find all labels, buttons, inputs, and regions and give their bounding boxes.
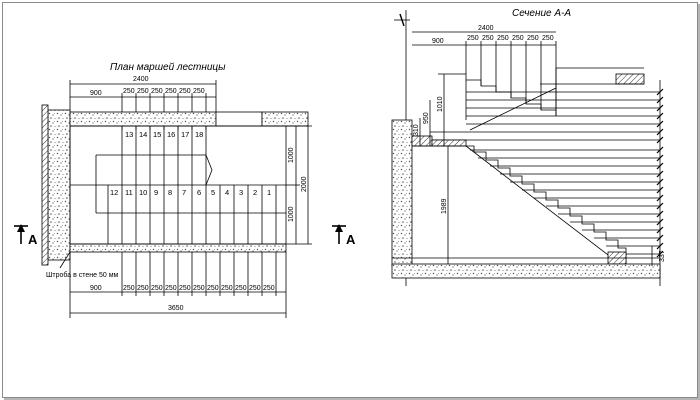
plan-title: План маршей лестницы: [110, 62, 226, 73]
step-number: 2: [253, 188, 257, 197]
section-wall-left: [391, 119, 413, 267]
section-upper-flight: [466, 79, 557, 116]
section-dim-1989: 1989: [441, 198, 448, 214]
step-number: 5: [211, 188, 215, 197]
plan-tread-dim: 250: [193, 88, 205, 95]
plan-tread-dim: 250: [179, 88, 191, 95]
plan-dim-landing: 900: [90, 90, 102, 97]
section-tread-dim: 250: [542, 35, 554, 42]
step-number: 1: [267, 188, 271, 197]
step-number: 3: [239, 188, 243, 197]
plan-tread-dim: 250: [207, 285, 219, 292]
plan-tread-dim: 250: [221, 285, 233, 292]
plan-dim-top-total: 2400: [133, 76, 149, 83]
plan-direction-arrow: [96, 154, 213, 186]
plan-wall-left: [47, 109, 71, 261]
section-right-ticks: [656, 88, 664, 258]
section-dim-1010: 1010: [437, 96, 444, 112]
step-number: 17: [181, 130, 189, 139]
section-tread-dim: 250: [482, 35, 494, 42]
section-mark-right: А: [332, 224, 356, 247]
step-number: 7: [182, 188, 186, 197]
plan-tread-dim: 250: [123, 285, 135, 292]
step-number: 14: [139, 130, 147, 139]
step-number: 11: [125, 188, 133, 197]
plan-dim-right-2: 1000: [288, 206, 295, 222]
step-number: 6: [197, 188, 201, 197]
section-lower-flight: [466, 145, 627, 264]
plan-note: Штроба в стене 50 мм: [46, 271, 119, 279]
plan-dim-right-1: 1000: [288, 147, 295, 163]
plan-tread-dim: 250: [165, 88, 177, 95]
plan-upper-steps: 13 14 15 16 17 18: [121, 126, 207, 185]
plan-dim-right-total: 2000: [301, 176, 308, 192]
section-dim-top-total: 2400: [478, 25, 494, 32]
stair-section: Сечение А-А 2400 900 250 250 250 25: [391, 8, 666, 286]
section-landing-slab: [431, 139, 467, 147]
plan-tread-dim: 250: [151, 88, 163, 95]
plan-dim-landing-bottom: 900: [90, 285, 102, 292]
section-top-landing-slab: [615, 73, 645, 85]
step-number: 10: [139, 188, 147, 197]
plan-tread-dim: 250: [263, 285, 275, 292]
section-dim-337: 337: [659, 250, 666, 262]
step-number: 15: [153, 130, 161, 139]
plan-wall-bottom: [69, 243, 287, 253]
plan-wall-top: [69, 111, 217, 127]
plan-tread-dim: 250: [137, 88, 149, 95]
section-riser-lines: [430, 91, 660, 255]
section-tread-dim: 250: [527, 35, 539, 42]
step-number: 13: [125, 130, 133, 139]
plan-wall-top-right: [261, 111, 309, 127]
section-floor-slab: [391, 263, 661, 279]
plan-tread-dim: 250: [193, 285, 205, 292]
section-mark-letter: А: [28, 232, 38, 247]
plan-tread-dim: 250: [235, 285, 247, 292]
section-mark-left: А: [14, 224, 38, 247]
section-tread-dim: 250: [512, 35, 524, 42]
plan-lower-steps: 12 11 10 9 8 7 6 5 4 3 2 1: [107, 185, 277, 244]
plan-bottom-tread-dims: 250 250 250 250 250 250 250 250 250 250 …: [121, 252, 277, 296]
section-mark-letter: А: [346, 232, 356, 247]
plan-tread-dim: 250: [249, 285, 261, 292]
section-tread-dim: 250: [497, 35, 509, 42]
plan-tread-dim: 250: [179, 285, 191, 292]
plan-wall-left-hatch: [41, 104, 49, 266]
plan-tread-dim: 250: [165, 285, 177, 292]
plan-tread-dim: 250: [123, 88, 135, 95]
step-number: 16: [167, 130, 175, 139]
plan-dim-total-bottom: 3650: [168, 305, 184, 312]
section-landing-slab-left: [411, 135, 433, 147]
section-dim-310: 310: [413, 124, 420, 136]
section-dim-950: 950: [423, 112, 430, 124]
section-title: Сечение А-А: [512, 8, 571, 19]
step-number: 8: [168, 188, 172, 197]
plan-tread-dim: 250: [151, 285, 163, 292]
section-dim-landing: 900: [432, 38, 444, 45]
step-number: 18: [195, 130, 203, 139]
plan-wall-opening: [215, 111, 263, 127]
plan-tread-dim: 250: [137, 285, 149, 292]
step-number: 4: [225, 188, 229, 197]
section-tread-dim: 250: [467, 35, 479, 42]
stair-plan: План маршей лестницы 2400 900 250 250 25…: [14, 62, 356, 318]
step-number: 12: [110, 188, 118, 197]
step-number: 9: [154, 188, 158, 197]
section-tread-dims: 250 250 250 250 250 250: [465, 35, 557, 116]
